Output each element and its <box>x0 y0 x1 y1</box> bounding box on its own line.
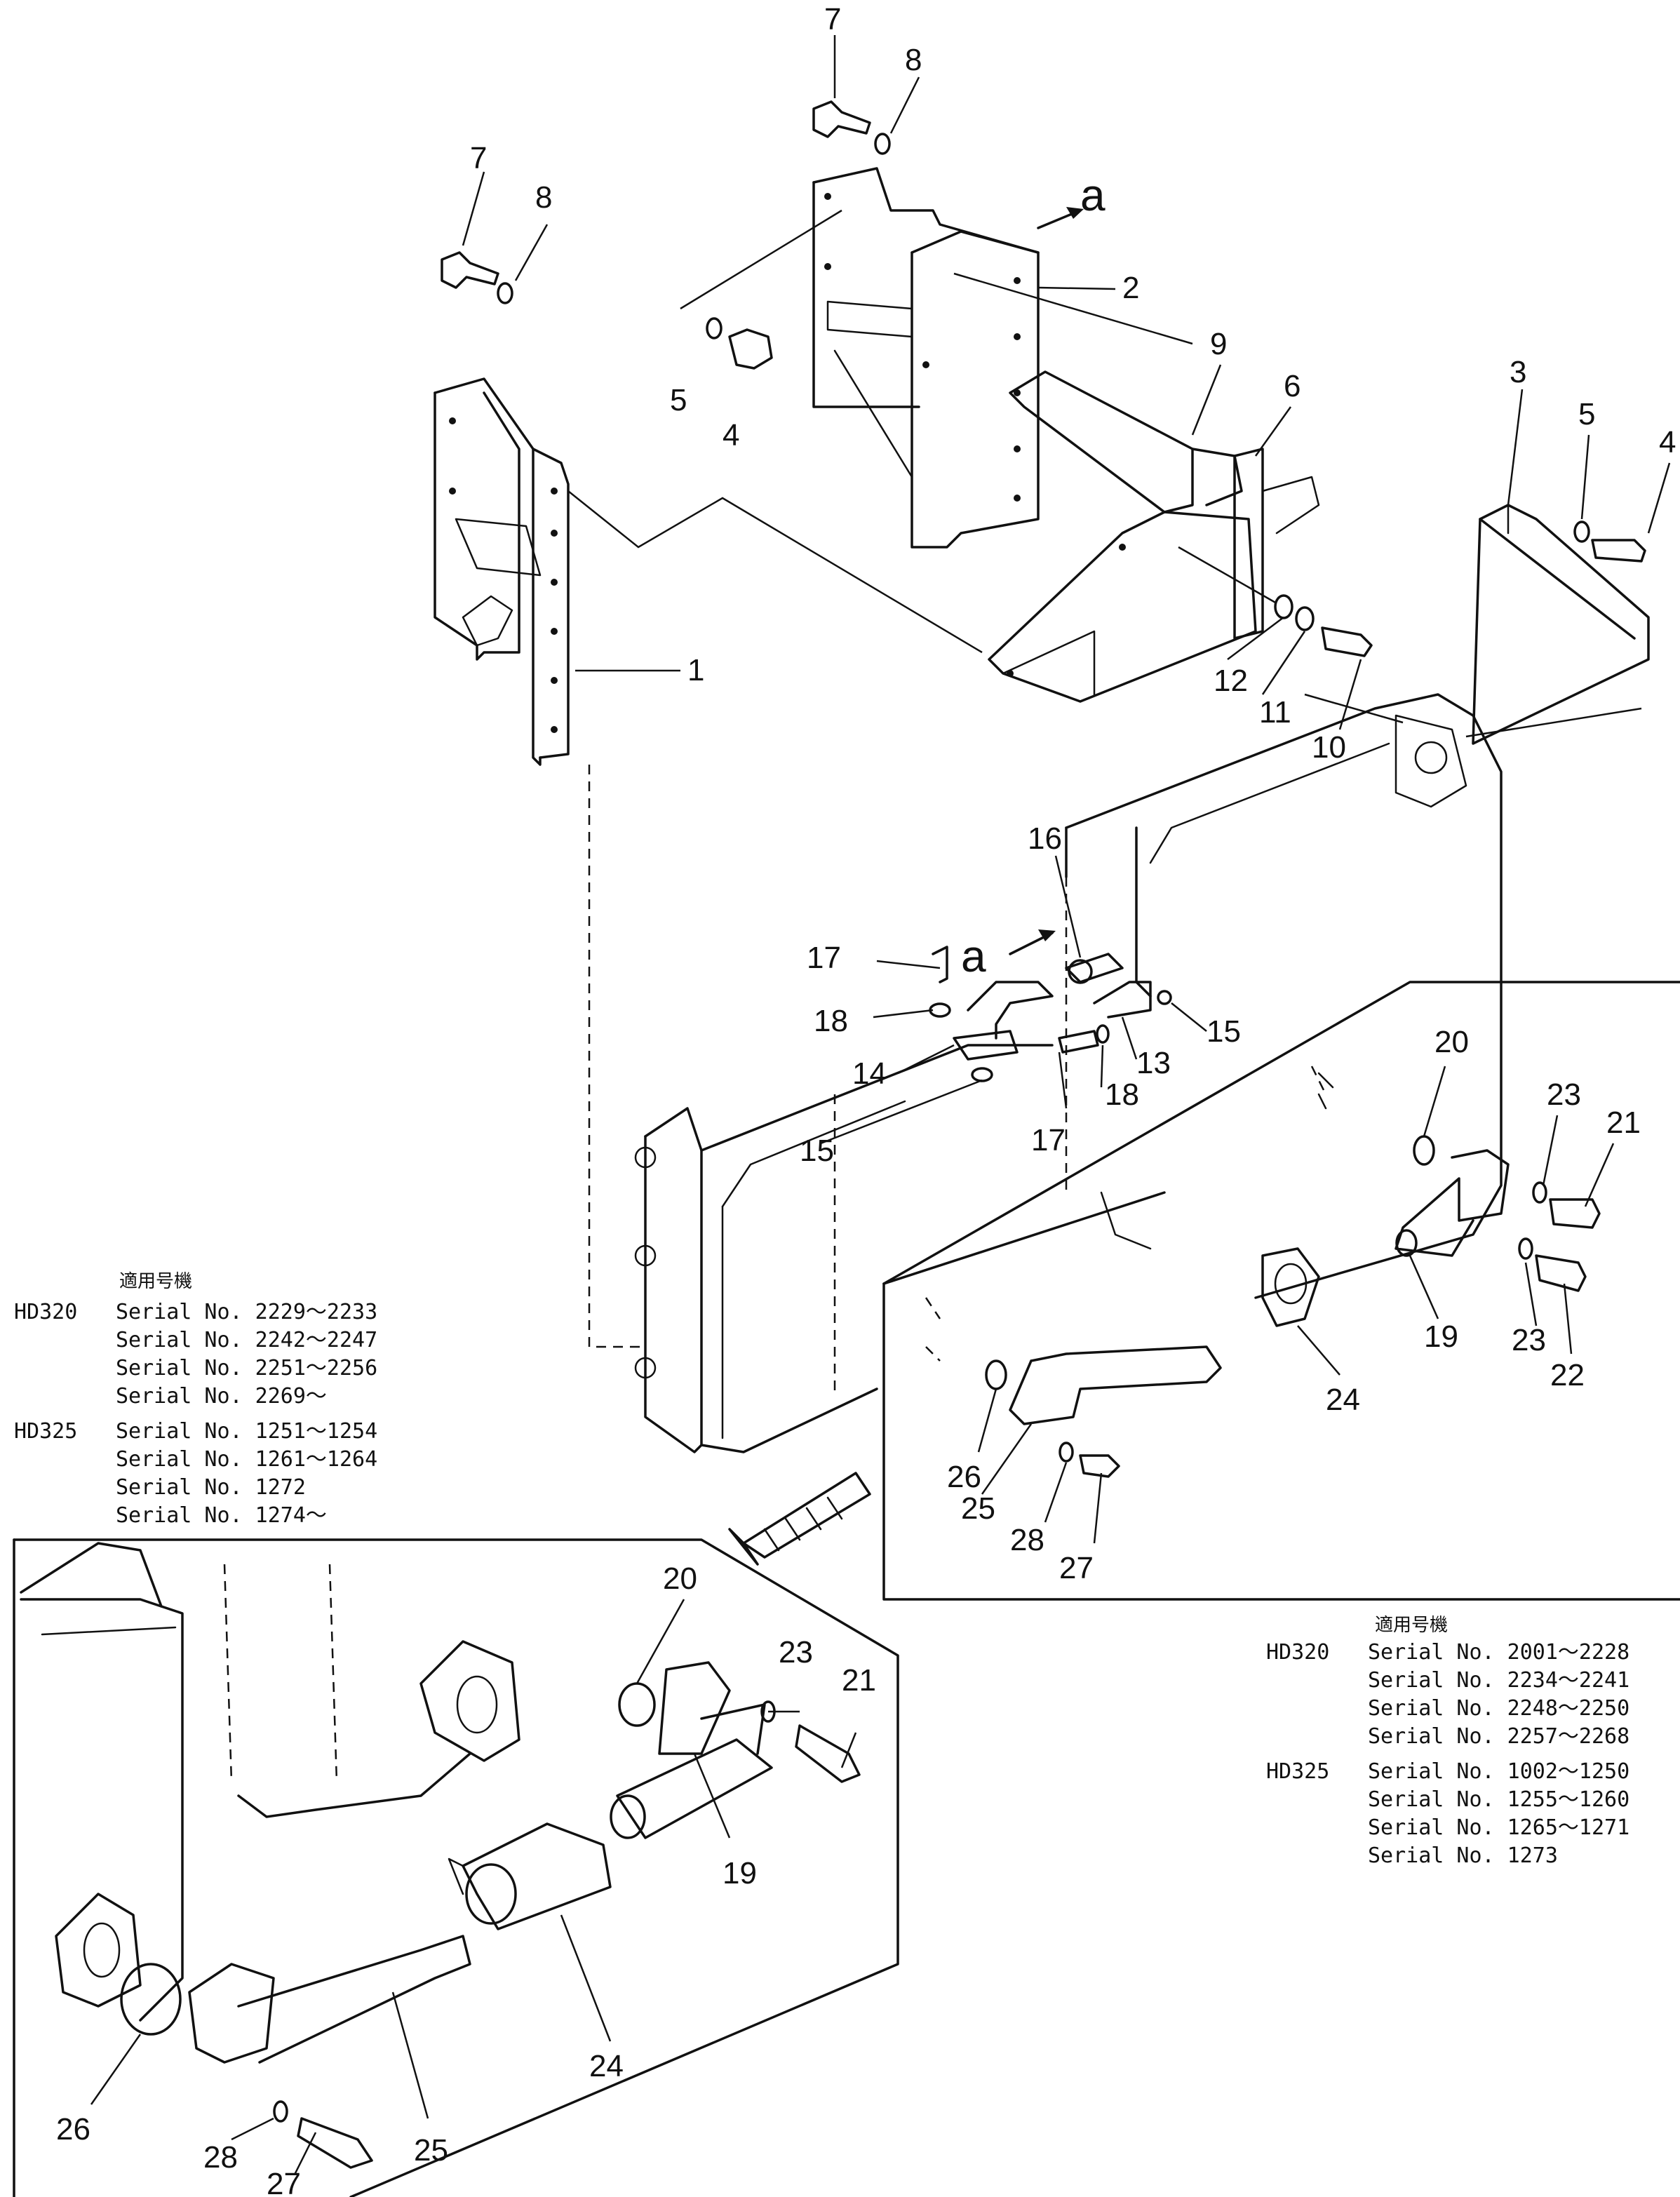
inset-frame-right <box>882 981 1680 1601</box>
serial-row: Serial No. 2242～2247 <box>116 1328 377 1352</box>
callout-26: 26 <box>947 1460 981 1494</box>
callout-numbers: 7 8 7 8 2 9 6 3 5 4 5 4 1 12 11 10 16 17… <box>56 2 1676 2197</box>
assembly-lines <box>567 209 1642 738</box>
washer-part-8-upper <box>874 133 891 155</box>
applicability-table-left: 適用号機 HD320 Serial No. 2229～2233 Serial N… <box>14 1271 377 1528</box>
callout-25: 25 <box>414 2133 448 2168</box>
callout-13: 13 <box>1136 1046 1171 1080</box>
callout-20: 20 <box>1434 1025 1469 1059</box>
callout-10: 10 <box>1312 730 1346 765</box>
bolt-part-7-upper <box>812 100 871 138</box>
callout-18: 18 <box>814 1004 848 1038</box>
section-arrow-upper <box>1037 207 1084 229</box>
callout-6: 6 <box>1284 369 1301 403</box>
callout-23: 23 <box>1547 1077 1581 1112</box>
bracket-right-part-2 <box>812 167 1040 549</box>
inset-left-parts <box>20 1542 861 2169</box>
callout-22: 22 <box>1550 1358 1585 1392</box>
callout-9: 9 <box>1210 327 1227 361</box>
applicability-table-right: 適用号機 HD320 Serial No. 2001～2228 Serial N… <box>1266 1615 1629 1868</box>
callout-26: 26 <box>56 2112 90 2146</box>
callout-4: 4 <box>723 418 739 452</box>
serial-row: Serial No. 2234～2241 <box>1368 1668 1629 1693</box>
inset-right-parts <box>925 1066 1601 1478</box>
serial-row: Serial No. 2229～2233 <box>116 1300 377 1324</box>
section-arrow-lower <box>1009 929 1056 955</box>
serial-row: Serial No. 2248～2250 <box>1368 1696 1629 1721</box>
inset-frame-left <box>13 1538 899 2197</box>
callout-21: 21 <box>842 1663 876 1698</box>
callout-8: 8 <box>535 180 552 215</box>
oring-part-20-inset <box>1413 1135 1435 1166</box>
serial-row: Serial No. 2269～ <box>116 1384 327 1409</box>
bracket-left-part-1 <box>434 377 570 766</box>
serial-row: Serial No. 2257～2268 <box>1368 1724 1629 1749</box>
serial-row: Serial No. 1261～1264 <box>116 1447 377 1472</box>
tank-body <box>588 693 1503 1453</box>
serial-row: Serial No. 2251～2256 <box>116 1356 377 1380</box>
callout-16: 16 <box>1028 821 1062 856</box>
callout-7: 7 <box>824 2 841 36</box>
serial-row: Serial No. 1255～1260 <box>1368 1787 1629 1812</box>
callout-11: 11 <box>1259 695 1291 730</box>
callout-20: 20 <box>663 1561 697 1596</box>
model-label: HD325 <box>14 1419 77 1444</box>
bolt-part-4-right <box>1591 539 1646 563</box>
bolt-part-7-lower <box>441 251 499 289</box>
washer-part-5-right <box>1573 520 1590 543</box>
callout-17: 17 <box>1031 1123 1066 1157</box>
section-label-upper: a <box>1080 170 1106 220</box>
callout-19: 19 <box>1424 1319 1458 1354</box>
callout-27: 27 <box>267 2167 301 2197</box>
callout-24: 24 <box>589 2049 624 2083</box>
table-heading: 適用号機 <box>1375 1615 1448 1636</box>
model-label: HD320 <box>14 1300 77 1324</box>
callout-12: 12 <box>1214 664 1248 698</box>
callout-17: 17 <box>807 941 841 975</box>
callout-5: 5 <box>1578 397 1595 431</box>
callout-8: 8 <box>905 43 922 77</box>
serial-row: Serial No. 1265～1271 <box>1368 1815 1629 1840</box>
serial-row: Serial No. 1273 <box>1368 1843 1558 1868</box>
callout-4: 4 <box>1659 425 1676 459</box>
callout-1: 1 <box>687 653 704 687</box>
serial-row: Serial No. 1002～1250 <box>1368 1759 1629 1784</box>
support-beam-part-9 <box>988 370 1257 703</box>
plate-part-6 <box>1233 448 1320 640</box>
callout-15: 15 <box>1207 1014 1241 1049</box>
table-heading: 適用号機 <box>119 1271 192 1292</box>
bolt-part-4-left <box>728 328 773 370</box>
washers-parts-11-12 <box>1274 594 1315 631</box>
model-label: HD325 <box>1266 1759 1329 1784</box>
callout-24: 24 <box>1326 1383 1360 1417</box>
leader-lines <box>90 35 1671 2175</box>
callout-5: 5 <box>670 383 687 417</box>
bolt-part-10 <box>1321 626 1373 657</box>
serial-row: Serial No. 1274～ <box>116 1503 327 1528</box>
callout-3: 3 <box>1510 355 1526 389</box>
callout-28: 28 <box>1010 1523 1044 1557</box>
callout-7: 7 <box>470 141 487 175</box>
callout-21: 21 <box>1606 1106 1641 1140</box>
callout-15: 15 <box>800 1134 834 1168</box>
callout-28: 28 <box>203 2140 238 2175</box>
section-label-lower: a <box>961 931 986 981</box>
callout-14: 14 <box>852 1056 887 1091</box>
serial-row: Serial No. 1272 <box>116 1475 306 1500</box>
washer-part-8-lower <box>497 282 513 304</box>
serial-row: Serial No. 1251～1254 <box>116 1419 377 1444</box>
serial-row: Serial No. 2001～2228 <box>1368 1640 1629 1665</box>
callout-18: 18 <box>1105 1077 1139 1112</box>
callout-23: 23 <box>1512 1323 1546 1357</box>
model-label: HD320 <box>1266 1640 1329 1665</box>
callout-25: 25 <box>961 1491 995 1526</box>
callout-2: 2 <box>1122 271 1139 305</box>
callout-27: 27 <box>1059 1551 1094 1585</box>
washer-part-5-left <box>706 317 723 340</box>
callout-19: 19 <box>723 1856 757 1890</box>
callout-23: 23 <box>779 1635 813 1669</box>
pipe-assembly-center <box>929 946 1172 1082</box>
view-arrow <box>728 1472 871 1566</box>
